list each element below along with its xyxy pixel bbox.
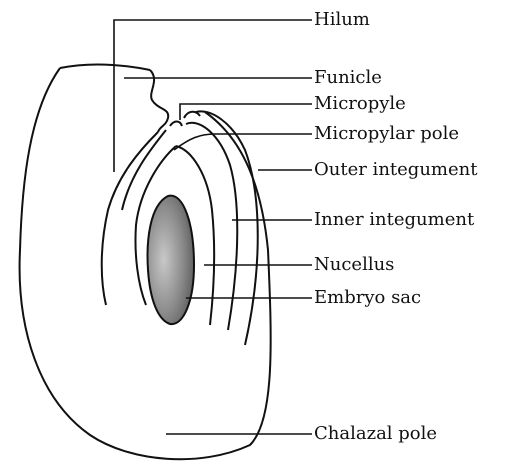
funicle-stalk	[149, 69, 170, 133]
ovule-outline	[18, 63, 272, 461]
label-embryo-sac: Embryo sac	[314, 287, 422, 308]
label-nucellus: Nucellus	[314, 254, 395, 275]
pointer-lines	[113, 19, 312, 435]
inner-integument-left	[121, 129, 167, 211]
label-funicle: Funicle	[314, 67, 382, 88]
outer-integument-left	[100, 131, 159, 306]
label-outer-integument: Outer integument	[314, 159, 478, 180]
label-inner-integument: Inner integument	[314, 209, 475, 230]
pointer-micropyle	[179, 103, 312, 120]
nucellus-outline	[134, 145, 216, 326]
label-chalazal-pole: Chalazal pole	[314, 423, 438, 444]
micropyle-lips	[169, 110, 201, 127]
pointer-hilum	[113, 19, 312, 172]
outer-integument-right	[195, 110, 259, 346]
label-hilum: Hilum	[314, 9, 370, 30]
pointer-micropylar-pole	[173, 133, 312, 151]
label-micropylar-pole: Micropylar pole	[314, 123, 459, 144]
embryo-sac	[146, 194, 196, 326]
label-micropyle: Micropyle	[314, 93, 406, 114]
inner-integument-right	[185, 121, 239, 331]
